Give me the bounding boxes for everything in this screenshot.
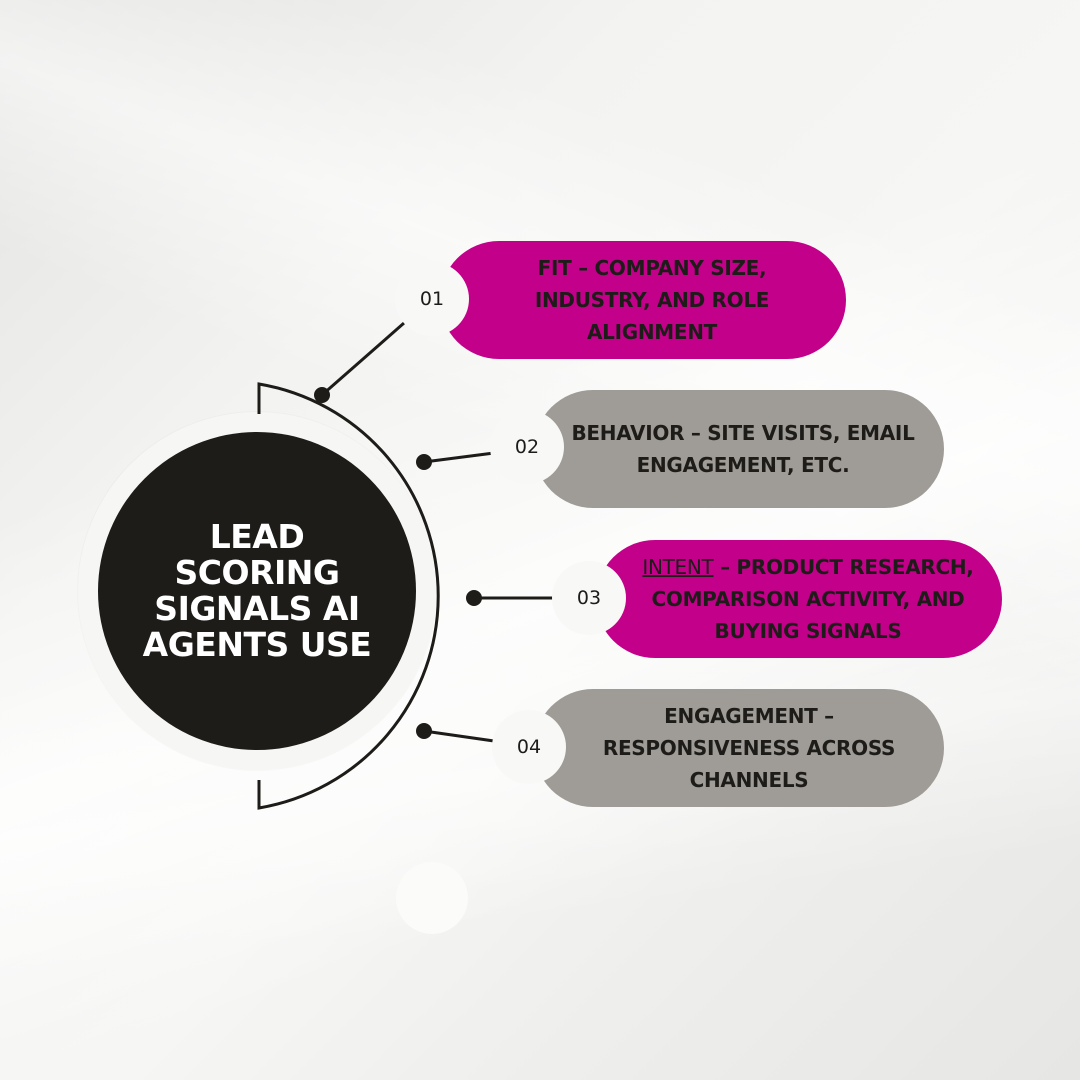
signal-pill-03: INTENT – PRODUCT RESEARCH, COMPARISON AC… <box>596 540 1002 658</box>
number-label-01: 01 <box>419 288 445 310</box>
number-label-04: 04 <box>516 736 542 758</box>
connector-dot-01 <box>314 387 330 403</box>
decorative-circle <box>396 862 468 934</box>
intent-term: INTENT <box>642 555 714 579</box>
connector-dot-04 <box>416 723 432 739</box>
number-badge-03: 03 <box>552 561 626 635</box>
connector-dot-02 <box>416 454 432 470</box>
signal-text-04: ENGAGEMENT – RESPONSIVENESS ACROSS CHANN… <box>602 704 896 792</box>
signal-text-01: FIT – COMPANY SIZE, INDUSTRY, AND ROLE A… <box>534 256 770 344</box>
number-label-03: 03 <box>576 587 602 609</box>
signal-pill-02: BEHAVIOR – SITE VISITS, EMAIL ENGAGEMENT… <box>534 390 944 508</box>
center-circle: LEAD SCORING SIGNALS AI AGENTS USE <box>98 432 416 750</box>
signal-text-03: INTENT – PRODUCT RESEARCH, COMPARISON AC… <box>630 551 986 647</box>
connector-arc <box>257 382 440 810</box>
number-badge-04: 04 <box>492 710 566 784</box>
connector-line-04 <box>423 729 495 743</box>
signal-text-03-rest: – PRODUCT RESEARCH, COMPARISON ACTIVITY,… <box>651 555 974 643</box>
number-badge-02: 02 <box>490 410 564 484</box>
diagram-title: LEAD SCORING SIGNALS AI AGENTS USE <box>142 517 372 664</box>
connector-line-01 <box>321 321 405 397</box>
connector-dot-03 <box>466 590 482 606</box>
number-label-02: 02 <box>514 436 540 458</box>
connector-line-02 <box>423 451 495 464</box>
signal-text-02: BEHAVIOR – SITE VISITS, EMAIL ENGAGEMENT… <box>571 421 915 477</box>
signal-pill-01: FIT – COMPANY SIZE, INDUSTRY, AND ROLE A… <box>440 241 846 359</box>
signal-pill-04: ENGAGEMENT – RESPONSIVENESS ACROSS CHANN… <box>534 689 944 807</box>
number-badge-01: 01 <box>395 262 469 336</box>
